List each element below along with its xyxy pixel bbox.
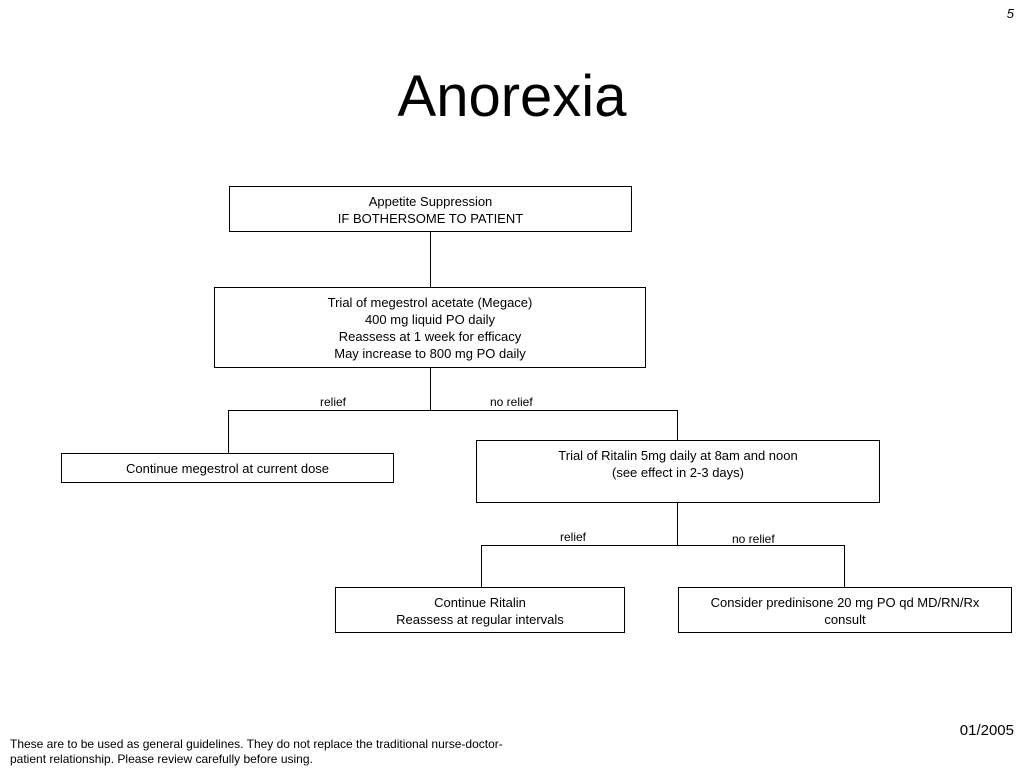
node-continue-megestrol: Continue megestrol at current dose bbox=[61, 453, 394, 483]
node-continue-ritalin: Continue Ritalin Reassess at regular int… bbox=[335, 587, 625, 633]
node-text: consult bbox=[824, 612, 866, 627]
node-text: Continue megestrol at current dose bbox=[125, 461, 330, 476]
node-text: May increase to 800 mg PO daily bbox=[334, 346, 526, 361]
node-text: Appetite Suppression bbox=[368, 194, 493, 209]
connector-megace-stem bbox=[430, 367, 431, 410]
connector-to-continue-megestrol bbox=[228, 410, 229, 454]
footer-date: 01/2005 bbox=[959, 722, 1014, 739]
connector-ritalin-stem bbox=[677, 502, 678, 545]
label-megace-relief: relief bbox=[320, 395, 347, 409]
connector-to-prednisone bbox=[844, 545, 845, 588]
node-text: Reassess at regular intervals bbox=[396, 612, 564, 627]
footer-disclaimer: These are to be used as general guidelin… bbox=[10, 737, 503, 766]
page-number: 5 bbox=[1006, 6, 1014, 21]
node-consider-prednisone: Consider predinisone 20 mg PO qd MD/RN/R… bbox=[678, 587, 1012, 633]
connector-megace-branch bbox=[228, 410, 678, 411]
node-text: (see effect in 2-3 days) bbox=[612, 465, 744, 480]
node-megestrol-trial: Trial of megestrol acetate (Megace) 400 … bbox=[214, 287, 646, 368]
label-ritalin-relief: relief bbox=[560, 530, 587, 544]
connector-appetite-to-megace bbox=[430, 231, 431, 288]
label-ritalin-no-relief: no relief bbox=[732, 532, 775, 546]
node-text: Trial of megestrol acetate (Megace) bbox=[327, 295, 533, 310]
node-ritalin-trial: Trial of Ritalin 5mg daily at 8am and no… bbox=[476, 440, 880, 503]
connector-to-ritalin-trial bbox=[677, 410, 678, 441]
node-text: Continue Ritalin bbox=[434, 595, 526, 610]
node-appetite-suppression: Appetite Suppression IF BOTHERSOME TO PA… bbox=[229, 186, 632, 232]
node-text: Reassess at 1 week for efficacy bbox=[338, 329, 522, 344]
node-text: IF BOTHERSOME TO PATIENT bbox=[337, 211, 524, 226]
connector-to-continue-ritalin bbox=[481, 545, 482, 588]
label-megace-no-relief: no relief bbox=[490, 395, 533, 409]
page-title: Anorexia bbox=[397, 64, 627, 129]
node-text: Consider predinisone 20 mg PO qd MD/RN/R… bbox=[710, 595, 980, 610]
connector-ritalin-branch bbox=[481, 545, 845, 546]
node-text: 400 mg liquid PO daily bbox=[364, 312, 496, 327]
node-text: Trial of Ritalin 5mg daily at 8am and no… bbox=[558, 448, 798, 463]
